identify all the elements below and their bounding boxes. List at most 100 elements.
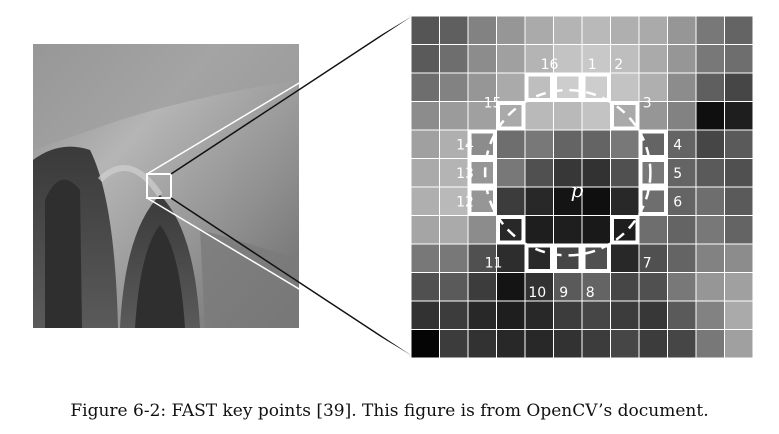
pixel-cell — [610, 129, 640, 159]
pixel-cell — [724, 72, 754, 102]
pixel-cell — [724, 272, 754, 302]
pixel-cell — [439, 215, 469, 245]
pixel-cell — [524, 158, 554, 188]
pixel-cell — [610, 272, 640, 302]
pixel-cell — [638, 129, 668, 159]
pixel-cell — [410, 101, 440, 131]
circle-pixel-outline — [581, 72, 611, 102]
pixel-cell — [496, 158, 526, 188]
pixel-cell — [695, 15, 725, 45]
figure-caption: Figure 6-2: FAST key points [39]. This f… — [70, 401, 709, 421]
circle-pixel-label: 6 — [673, 194, 682, 210]
pixel-cell — [610, 300, 640, 330]
pixel-cell — [724, 158, 754, 188]
circle-pixel-label: 1 — [588, 57, 597, 73]
pixel-cell — [496, 129, 526, 159]
pixel-cell — [638, 186, 668, 216]
pixel-cell — [553, 129, 583, 159]
circle-pixel-outline — [496, 215, 526, 245]
pixel-cell — [524, 243, 554, 273]
pixel-cell — [524, 329, 554, 359]
pixel-cell — [410, 186, 440, 216]
pixel-cell — [724, 186, 754, 216]
pixel-cell — [467, 329, 497, 359]
pixel-cell — [667, 272, 697, 302]
pixel-cell — [553, 15, 583, 45]
circle-pixel-outline — [581, 243, 611, 273]
circle-pixel-label: 3 — [643, 96, 652, 112]
pixel-cell — [610, 186, 640, 216]
pixel-cell — [439, 72, 469, 102]
pixel-cell — [439, 300, 469, 330]
pixel-cell — [638, 272, 668, 302]
pixel-cell — [581, 186, 611, 216]
pixel-cell — [467, 72, 497, 102]
circle-pixel-outline — [467, 186, 497, 216]
pixel-cell — [553, 158, 583, 188]
pixel-cell — [496, 300, 526, 330]
pixel-cell — [638, 215, 668, 245]
pixel-cell — [724, 101, 754, 131]
circle-pixel-label: 10 — [528, 285, 546, 301]
pixel-cell — [724, 329, 754, 359]
pixel-cell — [496, 243, 526, 273]
pixel-cell — [496, 329, 526, 359]
pixel-cell — [524, 215, 554, 245]
pixel-cell — [581, 215, 611, 245]
circle-pixel-outline — [467, 129, 497, 159]
pixel-cell — [695, 158, 725, 188]
pixel-cell — [638, 329, 668, 359]
pixel-cell — [695, 129, 725, 159]
pixel-cell — [467, 44, 497, 74]
pixel-cell — [581, 158, 611, 188]
pixel-cell — [439, 44, 469, 74]
pixel-cell — [410, 72, 440, 102]
connector-line-bottom-white — [146, 197, 412, 357]
pixel-cell — [410, 44, 440, 74]
pixel-cell — [467, 272, 497, 302]
pixel-cell — [638, 44, 668, 74]
pixel-cell — [439, 15, 469, 45]
pixel-cell — [667, 300, 697, 330]
pixel-cell — [524, 101, 554, 131]
connector-line-top-white — [146, 15, 412, 175]
pixel-cell — [410, 215, 440, 245]
pixel-cell — [439, 272, 469, 302]
circle-pixel-label: 15 — [484, 96, 502, 112]
pixel-cell — [695, 272, 725, 302]
center-pixel-label: p — [571, 178, 584, 202]
pixel-cell — [695, 186, 725, 216]
pixel-cell — [467, 300, 497, 330]
pixel-cell — [724, 44, 754, 74]
pixel-cell — [524, 44, 554, 74]
pixel-cell — [610, 329, 640, 359]
circle-pixel-outline — [638, 158, 668, 188]
pixel-cell — [610, 243, 640, 273]
pixel-cell — [724, 129, 754, 159]
pixel-cell — [695, 72, 725, 102]
zoom-region-box — [146, 173, 172, 199]
pixel-cell — [524, 72, 554, 102]
grid-border — [410, 15, 754, 359]
pixel-cell — [553, 329, 583, 359]
pixel-cell — [496, 186, 526, 216]
circle-pixel-label: 5 — [673, 166, 682, 182]
pixel-cell — [667, 44, 697, 74]
source-photo — [33, 44, 299, 328]
pixel-cell — [695, 215, 725, 245]
pixel-cell — [581, 15, 611, 45]
circle-pixel-label: 9 — [559, 285, 568, 301]
pixel-cell — [695, 329, 725, 359]
pixel-cell — [553, 272, 583, 302]
pixel-cell — [610, 72, 640, 102]
pixel-cell — [667, 101, 697, 131]
circle-pixel-label: 4 — [673, 137, 682, 153]
pixel-cell — [638, 15, 668, 45]
connector-line-bottom — [170, 197, 412, 357]
circle-pixel-outline — [496, 101, 526, 131]
pixel-cell — [610, 215, 640, 245]
connector-line-top — [170, 15, 412, 175]
pixel-cell — [695, 44, 725, 74]
pixel-cell — [410, 272, 440, 302]
